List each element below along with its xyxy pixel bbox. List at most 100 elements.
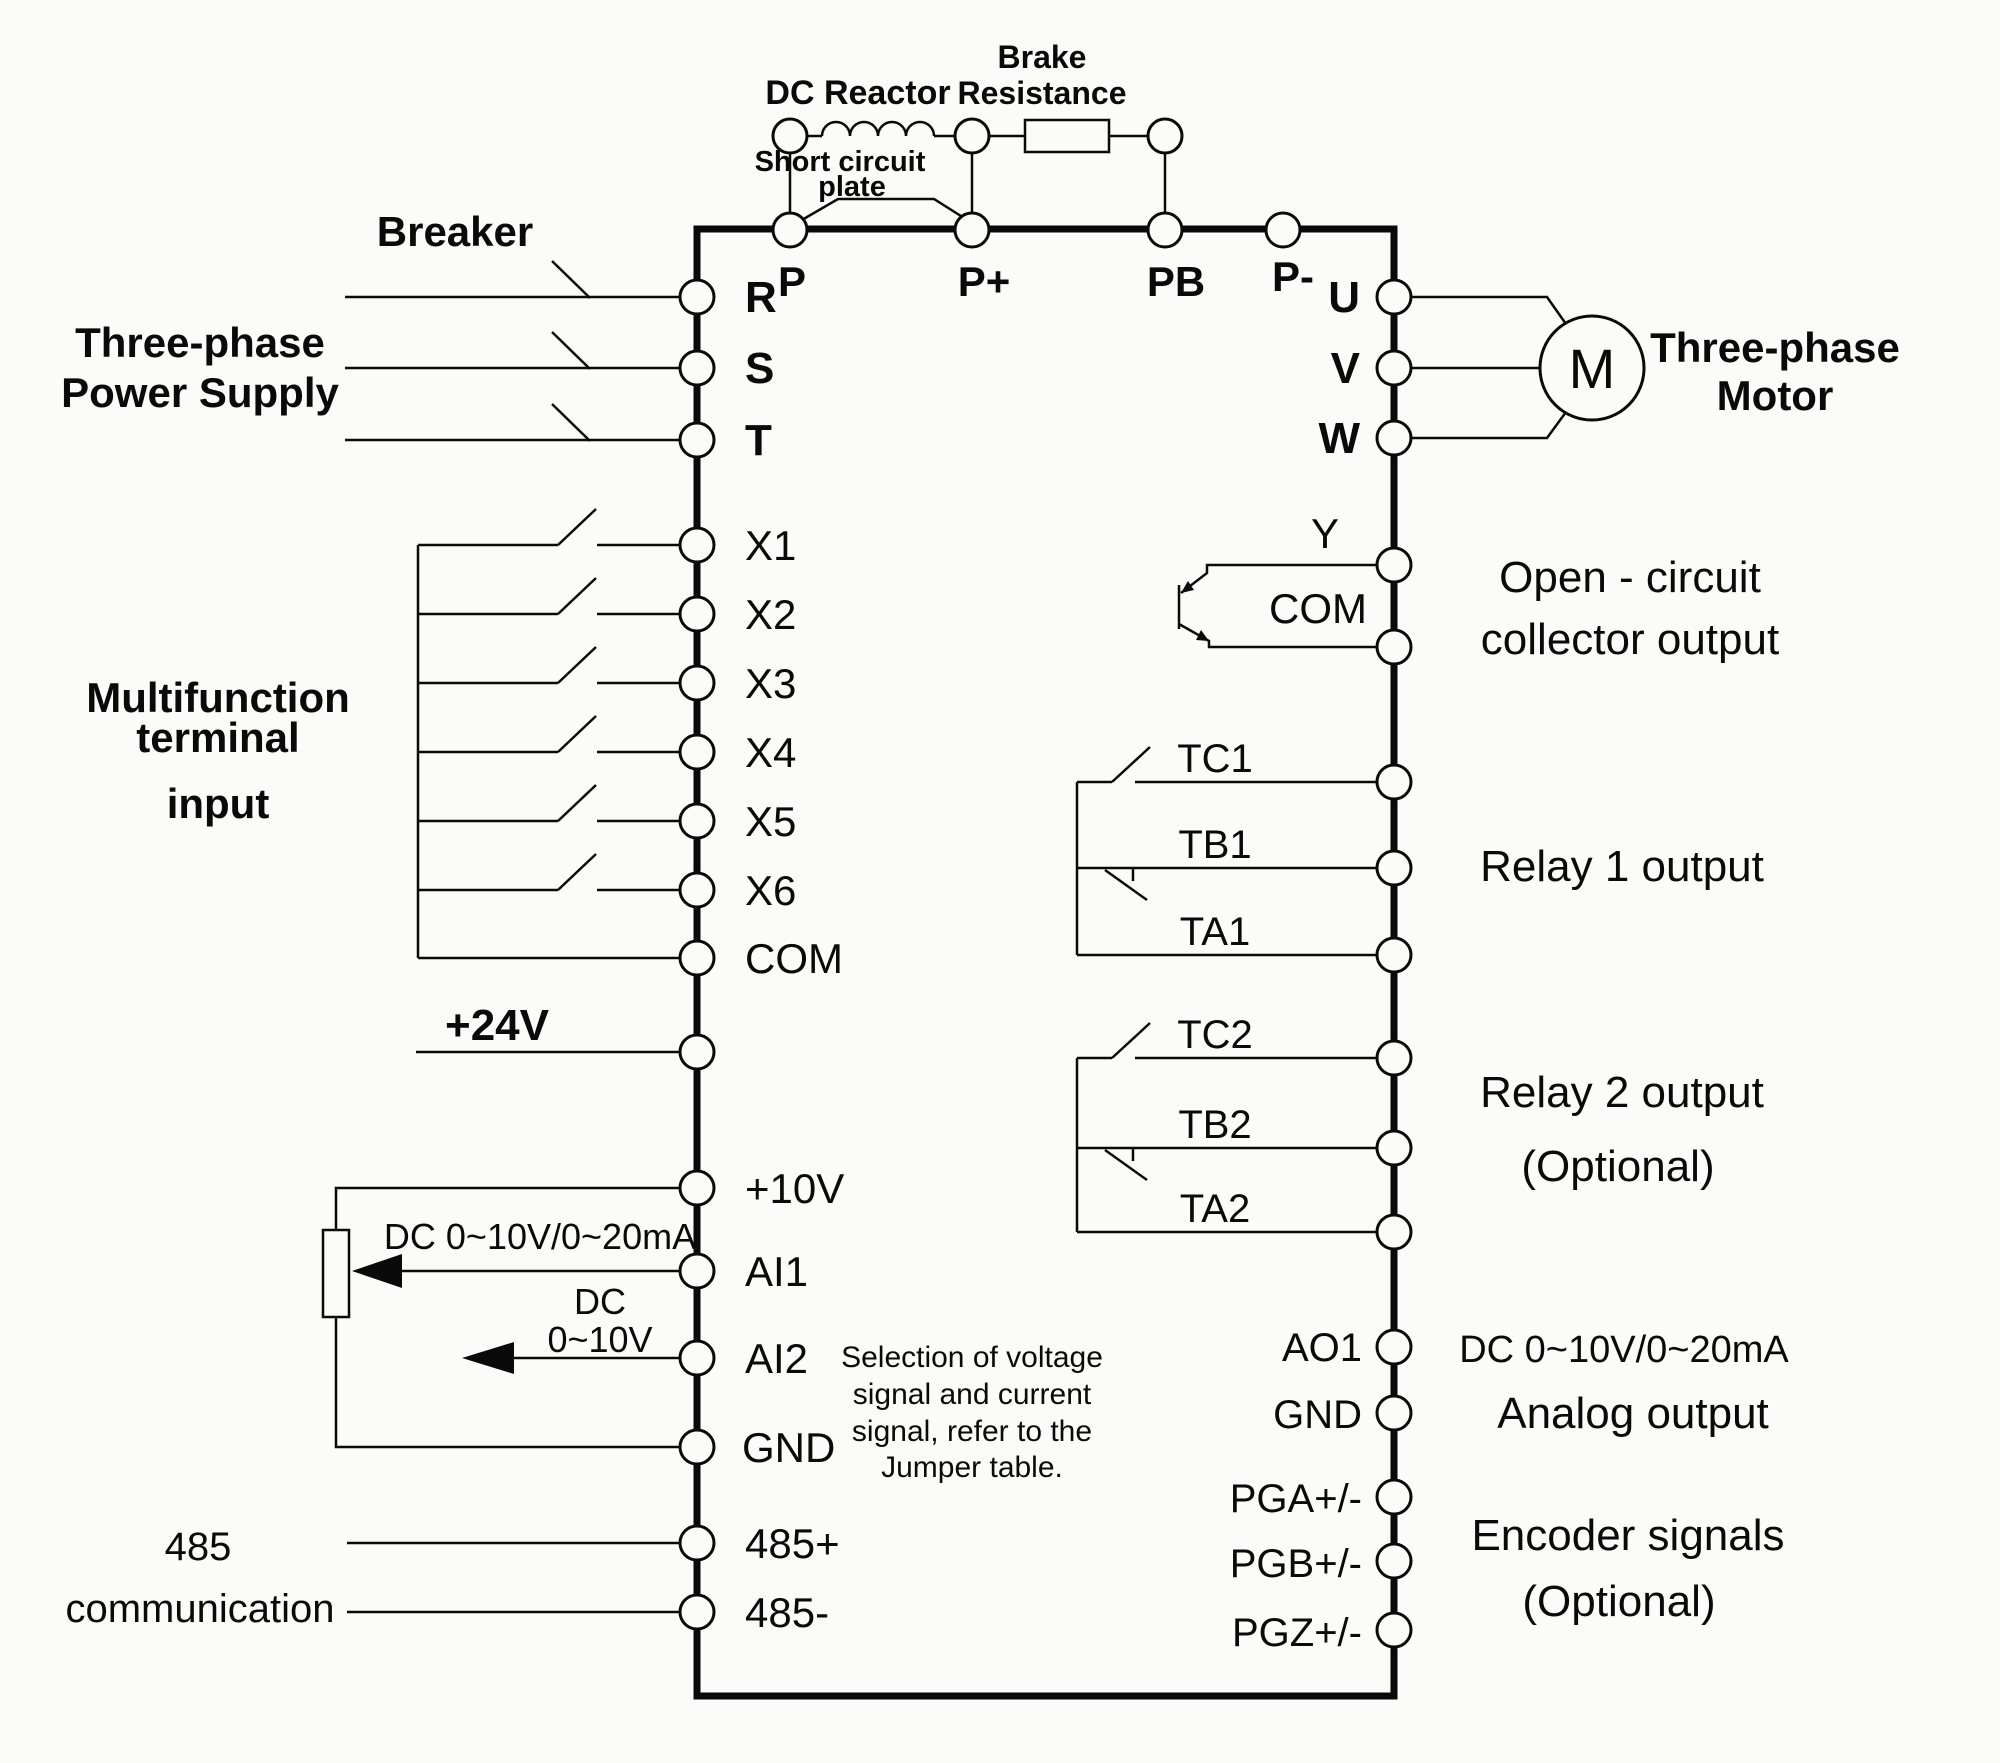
terminal-pga-label: PGA+/- xyxy=(1230,1477,1362,1521)
short-circuit-plate-label-1: Short circuit xyxy=(755,146,926,178)
switch-x4 xyxy=(418,715,680,754)
terminal-x2-label: X2 xyxy=(745,591,796,638)
terminal-tb1 xyxy=(1375,849,1413,887)
multifunction-label-2: terminal xyxy=(136,714,299,761)
terminal-p-plus-label: P+ xyxy=(958,258,1011,305)
terminal-x1-label: X1 xyxy=(745,522,796,569)
breaker-label: Breaker xyxy=(377,208,533,255)
terminal-s xyxy=(678,349,716,387)
gnd-lead xyxy=(334,1317,680,1449)
switch-x5 xyxy=(418,784,680,823)
jumper-note-4: Jumper table. xyxy=(881,1451,1063,1484)
open-collector-transistor xyxy=(1177,563,1377,649)
terminal-tc2 xyxy=(1375,1039,1413,1077)
power-supply-label-1: Three-phase xyxy=(75,319,325,366)
terminal-w-label: W xyxy=(1318,414,1360,463)
terminal-plus24v xyxy=(678,1033,716,1071)
terminal-tb2 xyxy=(1375,1129,1413,1167)
terminal-x3-label: X3 xyxy=(745,660,796,707)
brake-resistance-label-1: Brake xyxy=(998,39,1087,75)
multifunction-label-1: Multifunction xyxy=(86,674,350,721)
ai2-arrow xyxy=(462,1342,514,1374)
terminal-com-left-label: COM xyxy=(745,935,843,982)
terminal-u xyxy=(1375,278,1413,316)
jumper-note-1: Selection of voltage xyxy=(841,1341,1103,1374)
ai2-range-label-1: DC xyxy=(574,1281,626,1322)
terminal-pga xyxy=(1375,1478,1413,1516)
terminal-r-label: R xyxy=(745,273,777,322)
relay2-contacts xyxy=(1075,1022,1377,1234)
relay1-label: Relay 1 output xyxy=(1480,842,1764,891)
open-collector-label-1: Open - circuit xyxy=(1499,553,1761,602)
terminal-pgz xyxy=(1375,1611,1413,1649)
terminal-ai2-label: AI2 xyxy=(745,1335,808,1382)
jumper-note-2: signal and current xyxy=(853,1378,1092,1411)
terminal-u-label: U xyxy=(1328,273,1360,322)
terminal-p xyxy=(771,211,809,249)
terminal-485p xyxy=(678,1524,716,1562)
terminal-x6-label: X6 xyxy=(745,867,796,914)
terminal-485p-label: 485+ xyxy=(745,1520,840,1567)
terminal-com-right xyxy=(1375,628,1413,666)
terminal-ai1 xyxy=(678,1252,716,1290)
terminal-t xyxy=(678,421,716,459)
dc-reactor-coil xyxy=(820,120,936,137)
terminal-s-label: S xyxy=(745,344,774,393)
brake-resistance-label-2: Resistance xyxy=(958,75,1127,111)
terminal-gnd-left xyxy=(678,1428,716,1466)
terminal-ao1 xyxy=(1375,1328,1413,1366)
terminal-pgb-label: PGB+/- xyxy=(1230,1542,1362,1586)
dc-reactor-label: DC Reactor xyxy=(765,74,950,112)
comm-label-2: communication xyxy=(65,1587,334,1631)
plus10v-lead xyxy=(334,1186,680,1230)
terminal-tc1 xyxy=(1375,763,1413,801)
ai1-arrow xyxy=(352,1254,402,1288)
jumper-note-3: signal, refer to the xyxy=(852,1415,1092,1448)
terminal-pgb xyxy=(1375,1542,1413,1580)
terminal-r xyxy=(678,278,716,316)
ai1-range-label: DC 0~10V/0~20mA xyxy=(384,1216,696,1257)
terminal-ta1 xyxy=(1375,936,1413,974)
terminal-ta2-label: TA2 xyxy=(1180,1187,1250,1231)
node-brake-right xyxy=(1146,117,1184,155)
motor-m-label: M xyxy=(1569,337,1616,400)
motor-label-2: Motor xyxy=(1717,372,1834,419)
node-reactor-right xyxy=(953,117,991,155)
potentiometer xyxy=(321,1228,351,1319)
terminal-pgz-label: PGZ+/- xyxy=(1232,1611,1362,1655)
short-circuit-plate-label-2: plate xyxy=(818,171,886,203)
breaker-switch-r xyxy=(345,260,680,299)
terminal-ai1-label: AI1 xyxy=(745,1248,808,1295)
short-circuit-plate-link xyxy=(794,197,973,226)
encoder-optional-label: (Optional) xyxy=(1522,1577,1715,1626)
analog-output-label: Analog output xyxy=(1497,1389,1769,1438)
encoder-label: Encoder signals xyxy=(1471,1511,1784,1560)
terminal-tc2-label: TC2 xyxy=(1177,1013,1253,1057)
motor-label-1: Three-phase xyxy=(1650,324,1900,371)
brake-resistor xyxy=(1023,118,1111,154)
switch-x3 xyxy=(418,646,680,685)
u-motor-lead xyxy=(1411,295,1568,325)
terminal-x4 xyxy=(678,733,716,771)
plus24v-label: +24V xyxy=(445,1001,550,1050)
terminal-ta1-label: TA1 xyxy=(1180,910,1250,954)
terminal-485m-label: 485- xyxy=(745,1589,829,1636)
terminal-ai2 xyxy=(678,1339,716,1377)
breaker-switch-s xyxy=(345,331,680,370)
terminal-tb1-label: TB1 xyxy=(1178,823,1251,867)
terminal-gnd-left-label: GND xyxy=(742,1424,835,1471)
terminal-x5 xyxy=(678,802,716,840)
open-collector-label-2: collector output xyxy=(1481,615,1779,664)
terminal-ta2 xyxy=(1375,1213,1413,1251)
terminal-p-plus xyxy=(953,211,991,249)
terminal-w xyxy=(1375,419,1413,457)
w-motor-lead xyxy=(1411,411,1568,440)
comm-label-1: 485 xyxy=(165,1525,232,1569)
terminal-plus10v-label: +10V xyxy=(745,1165,844,1212)
terminal-p-minus-label: P- xyxy=(1272,253,1314,300)
node-reactor-left xyxy=(771,117,809,155)
terminal-plus10v xyxy=(678,1169,716,1207)
switch-x6 xyxy=(418,853,680,892)
terminal-tb2-label: TB2 xyxy=(1178,1103,1251,1147)
